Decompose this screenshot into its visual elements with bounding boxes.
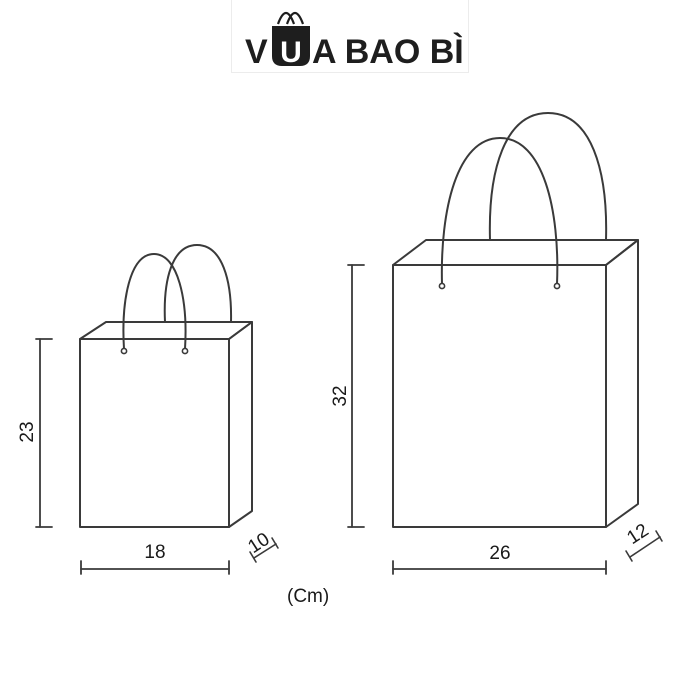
small-bag-height-dimension [35, 338, 53, 528]
small-bag-eyelet-left [120, 347, 128, 355]
small-bag-depth-label: 10 [244, 529, 273, 558]
large-bag-side-face [605, 239, 639, 528]
logo-text: A BAO BÌ [312, 33, 464, 71]
large-bag-width-label: 26 [489, 543, 510, 564]
small-bag-width-label: 18 [144, 542, 165, 563]
small-bag-width-dimension [80, 560, 230, 575]
large-bag-height-label: 32 [330, 385, 351, 406]
small-bag-height-label: 23 [17, 421, 38, 442]
large-bag-eyelet-right [553, 282, 561, 290]
small-bag-drawing [79, 244, 253, 528]
large-bag-depth-dimension [625, 530, 663, 562]
logo-letter-v: V [245, 33, 268, 71]
small-bag-front-face [79, 338, 230, 528]
small-bag-side-face [228, 321, 253, 528]
large-bag-front-face [392, 264, 607, 528]
large-bag-back-handle [488, 112, 608, 241]
large-bag-front-handle [440, 137, 559, 285]
logo-letter-u: U [280, 36, 302, 69]
unit-label: (Cm) [287, 586, 330, 607]
shopping-bag-icon: U [272, 11, 310, 69]
small-bag-top-face [79, 321, 253, 340]
small-bag-eyelet-right [181, 347, 189, 355]
small-bag-front-handle [122, 253, 187, 350]
small-bag-depth-dimension [249, 537, 279, 563]
large-bag-drawing [392, 112, 639, 528]
large-bag-eyelet-left [438, 282, 446, 290]
brand-logo: V U A BAO BÌ [231, 0, 469, 73]
large-bag-height-dimension [347, 264, 365, 528]
brand-logo-graphic: V U A BAO BÌ [245, 11, 464, 71]
large-bag-width-dimension [392, 560, 607, 575]
large-bag-top-face [392, 239, 639, 266]
small-bag-back-handle [163, 244, 233, 323]
